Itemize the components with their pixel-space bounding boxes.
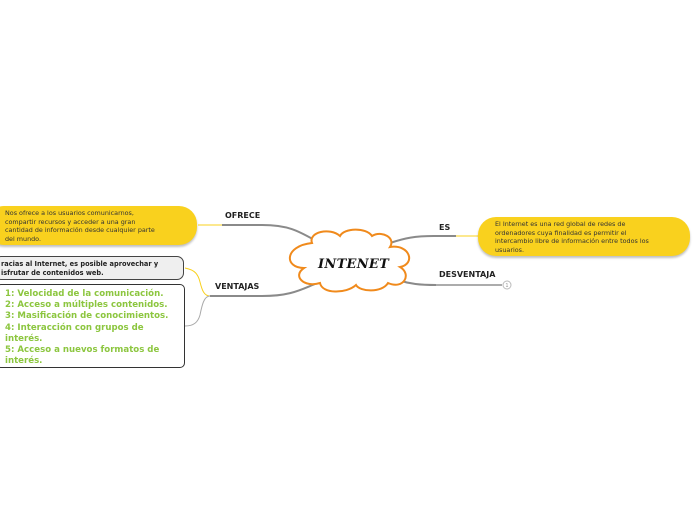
branch-label-ofrece[interactable]: OFRECE [225, 211, 261, 220]
connector-ventajas-list [184, 295, 211, 327]
ventajas-intro-line: racias al Internet, es posible aprovecha… [1, 260, 159, 268]
ventajas-list-item: 2: Acceso a múltiples contenidos. [5, 300, 168, 311]
connector-desventaja [397, 279, 502, 286]
branch-label-es[interactable]: ES [439, 223, 451, 232]
ventajas-list-item: interés. [5, 333, 43, 344]
ventajas-list-node[interactable]: 1: Velocidad de la comunicación. 2: Acce… [0, 284, 185, 368]
cloud-shape [288, 228, 411, 293]
ventajas-list-item: 4: Interacción con grupos de [5, 322, 144, 333]
connector-ofrece [222, 224, 319, 243]
circle-icon-glyph: 1 [505, 283, 508, 289]
branch-label-ventajas[interactable]: VENTAJAS [215, 282, 260, 291]
ofrece-description-node[interactable]: Nos ofrece a los usuarios comunicarnos, … [0, 206, 197, 245]
ofrece-description-line: Nos ofrece a los usuarios comunicarnos, [5, 209, 134, 217]
ventajas-intro-line: isfrutar de contenidos web. [1, 269, 104, 277]
es-description-line: intercambio libre de información entre t… [495, 237, 649, 246]
ofrece-description-line: del mundo. [5, 234, 42, 243]
es-description-line: ordenadores cuya finalidad es permitir e… [495, 228, 627, 237]
es-description-node[interactable]: El Internet es una red global de redes d… [478, 217, 690, 256]
connector-ventajas [210, 283, 316, 297]
ventajas-list-item: 5: Acceso a nuevos formatos de [5, 345, 160, 356]
connector-es [389, 235, 456, 244]
es-description-line: El Internet es una red global de redes d… [495, 220, 626, 228]
ventajas-list-item: 3: Masificación de conocimientos. [5, 311, 169, 322]
ventajas-intro-node[interactable]: racias al Internet, es posible aprovecha… [0, 256, 184, 280]
ventajas-list-item: interés. [5, 356, 43, 367]
branch-label-desventaja[interactable]: DESVENTAJA [439, 270, 496, 279]
central-topic-title[interactable]: INTENET [318, 257, 390, 272]
ventajas-list-item: 1: Velocidad de la comunicación. [5, 289, 164, 299]
ofrece-description-line: cantidad de información desde cualquier … [5, 226, 155, 235]
connector-ventajas-intro [184, 267, 211, 297]
circle-icon [502, 280, 512, 290]
ofrece-description-line: compartir recursos y acceder a una gran [5, 217, 136, 226]
es-description-line: usuarios. [495, 245, 525, 254]
